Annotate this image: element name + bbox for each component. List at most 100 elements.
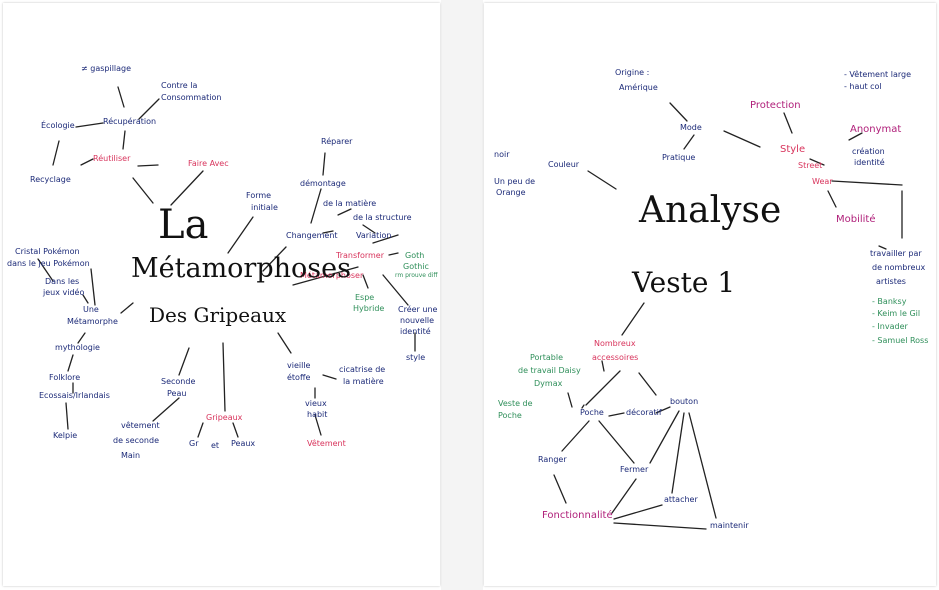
node-travailler-line3: artistes	[876, 277, 906, 286]
node-vieille-line1: vieille	[287, 361, 311, 370]
node-changement: Changement	[286, 231, 338, 240]
node-vieux-line1: vieux	[305, 399, 327, 408]
node-pratique: Pratique	[662, 153, 696, 162]
node-veste-poche-line1: Veste de	[498, 399, 533, 408]
node-kelpie: Kelpie	[53, 431, 78, 440]
node-dans-line1: Dans les	[45, 277, 80, 286]
node-vetement-seconde-line2: de seconde	[113, 436, 159, 445]
node-veste-poche-line2: Poche	[498, 411, 522, 420]
node-dans-line2: jeux vidéo	[43, 288, 85, 297]
node-vieille-line2: étoffe	[287, 373, 311, 382]
node-reutiliser: Réutiliser	[93, 154, 131, 163]
node-recyclage: Recyclage	[30, 175, 71, 184]
node-ecologie: Écologie	[41, 121, 75, 130]
node-vetement-seconde-line1: vêtement	[121, 421, 160, 430]
title-analyse: Analyse	[639, 190, 782, 231]
node-style: style	[406, 353, 426, 362]
node-forme-line2: initiale	[251, 203, 278, 212]
node-vieux-line2: habit	[307, 410, 328, 419]
node-gr: Gr	[189, 439, 199, 448]
node-et: et	[211, 441, 220, 450]
node-matiere: de la matière	[323, 199, 377, 208]
node-creer-line2: nouvelle	[400, 316, 435, 325]
node-portable-line2: de travail Daisy	[518, 366, 581, 375]
node-style: Style	[780, 144, 806, 155]
node-nombreux-line1: Nombreux	[594, 339, 636, 348]
node-anonymat: Anonymat	[850, 124, 902, 135]
node-recuperation: Récupération	[103, 117, 157, 126]
node-portable-line3: Dymax	[534, 379, 563, 388]
node-une: Une	[83, 305, 99, 314]
title-line2: Métamorphoses	[131, 253, 351, 284]
node-bouton: bouton	[670, 397, 699, 406]
node-mobilite: Mobilité	[836, 214, 876, 225]
node-maintenir: maintenir	[710, 521, 749, 530]
node-creer-line3: identité	[400, 327, 431, 336]
node-variation: Variation	[356, 231, 392, 240]
node-vetement: Vêtement	[307, 439, 346, 448]
node-contre-line2: Consommation	[161, 93, 222, 102]
node-keim: - Keim le Gil	[872, 309, 921, 318]
node-peaux: Peaux	[231, 439, 256, 448]
node-nombreux-line2: accessoires	[592, 353, 639, 362]
page-gap	[441, 0, 483, 590]
node-goth-line2: Gothic	[403, 262, 429, 271]
node-seconde-line1: Seconde	[161, 377, 196, 386]
node-vetement-large-line2: - haut col	[844, 82, 882, 91]
node-transformer: Transformer	[336, 251, 385, 260]
title-veste: Veste 1	[632, 266, 736, 299]
node-decoratif: décoratif	[626, 408, 662, 417]
node-ecossais: Ecossais/Irlandais	[39, 391, 110, 400]
node-contre-line1: Contre la	[161, 81, 198, 90]
mindmap-page-metamorphoses: ≠ gaspillage Contre la Consommation Écol…	[3, 3, 440, 586]
node-mythologie: mythologie	[55, 343, 100, 352]
node-peu-line2: Orange	[496, 188, 526, 197]
node-portable-line1: Portable	[530, 353, 563, 362]
node-street: Street	[798, 161, 823, 170]
node-invader: - Invader	[872, 322, 908, 331]
node-espe-line2: Hybride	[353, 304, 385, 313]
node-wear: Wear	[812, 177, 833, 186]
node-fonctionnalite: Fonctionnalité	[542, 510, 613, 521]
node-cristal-line1: Cristal Pokémon	[15, 247, 80, 256]
left-connector-lines	[37, 86, 416, 438]
node-vetement-seconde-line3: Main	[121, 451, 141, 460]
node-travailler-line2: de nombreux	[872, 263, 926, 272]
node-forme-line1: Forme	[246, 191, 272, 200]
node-vetement-large-line1: - Vêtement large	[844, 70, 911, 79]
node-seconde-line2: Peau	[167, 389, 187, 398]
node-travailler-line1: travailler par	[870, 249, 922, 258]
node-demontage: démontage	[300, 179, 346, 188]
mindmap-page-analyse-veste: Origine : Amérique Mode Pratique Protect…	[484, 3, 936, 586]
node-ranger: Ranger	[538, 455, 567, 464]
node-faire-avec: Faire Avec	[188, 159, 229, 168]
node-goth-line1: Goth	[405, 251, 425, 260]
node-creation-line1: création	[852, 147, 885, 156]
node-peu-line1: Un peu de	[494, 177, 536, 186]
node-reparer: Réparer	[321, 137, 353, 146]
node-couleur: Couleur	[548, 160, 580, 169]
right-connector-lines	[553, 102, 903, 530]
node-cristal-line2: dans le jeu Pokémon	[7, 259, 90, 268]
node-gaspillage: ≠ gaspillage	[81, 64, 132, 73]
node-cicatrise-line2: la matière	[343, 377, 384, 386]
node-origine-line2: Amérique	[619, 83, 658, 92]
node-creer-line1: Créer une	[398, 305, 438, 314]
node-protection: Protection	[750, 100, 801, 111]
node-noir: noir	[494, 150, 510, 159]
node-fermer: Fermer	[620, 465, 649, 474]
node-poche: Poche	[580, 408, 604, 417]
node-folklore: Folklore	[49, 373, 81, 382]
node-origine-line1: Origine :	[615, 68, 650, 77]
title-line3: Des Gripeaux	[149, 303, 287, 327]
node-cicatrise-line1: cicatrise de	[339, 365, 386, 374]
node-samuel: - Samuel Ross	[872, 336, 929, 345]
node-banksy: - Banksy	[872, 297, 907, 306]
node-structure: de la structure	[353, 213, 412, 222]
node-attacher: attacher	[664, 495, 698, 504]
node-mode: Mode	[680, 123, 702, 132]
node-gripeaux: Gripeaux	[206, 413, 243, 422]
node-goth-line3: rm prouve diff	[395, 272, 438, 279]
node-metamorphoser: Métamorphoser	[300, 271, 364, 280]
title-line1: La	[158, 202, 209, 248]
